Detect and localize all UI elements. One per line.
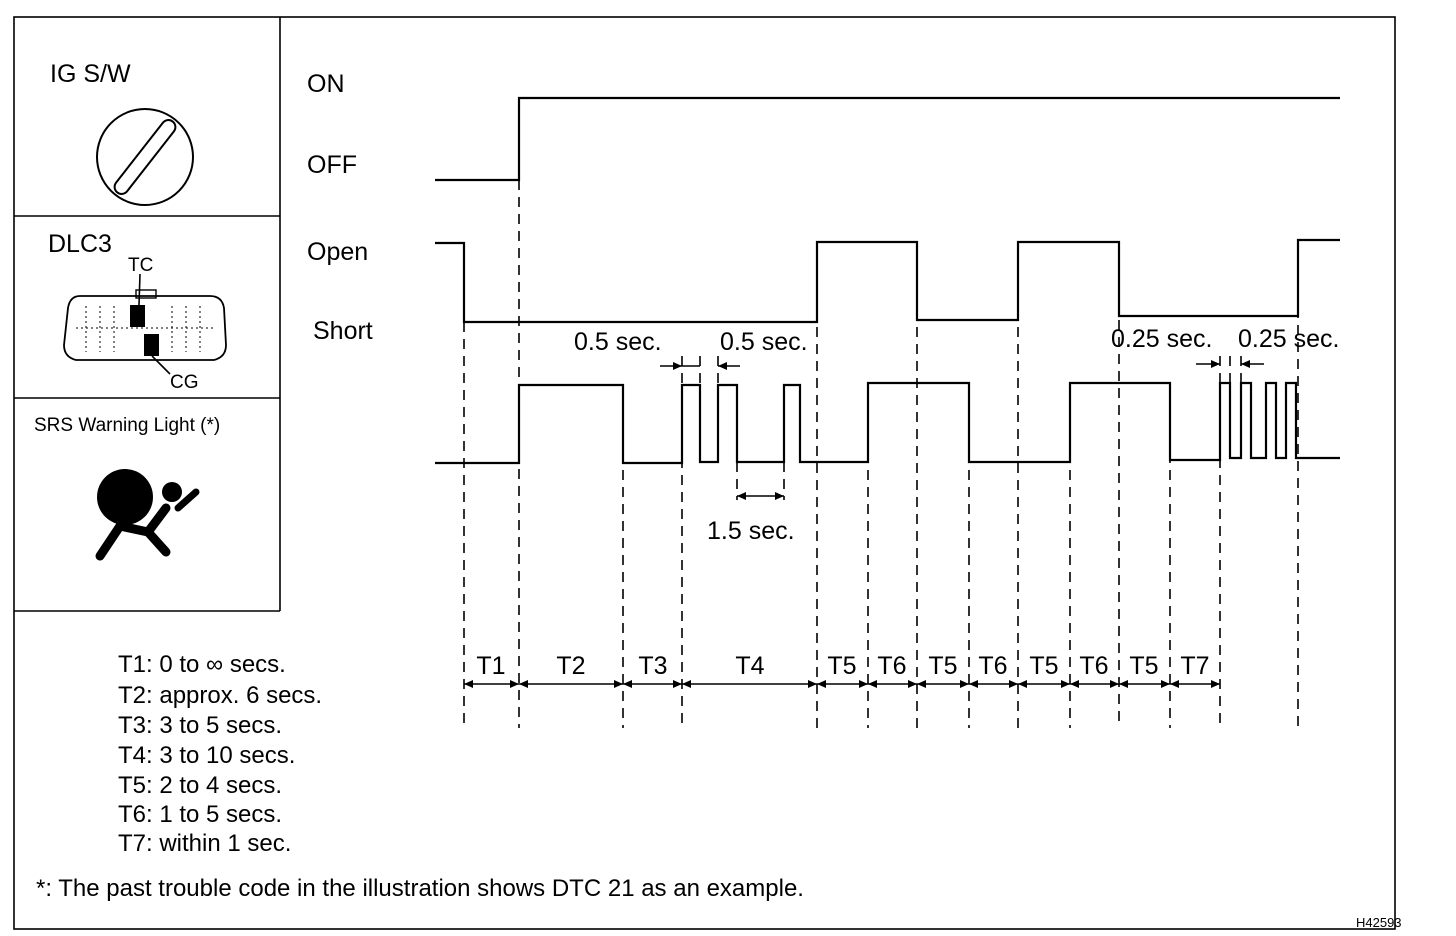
period-label: T6: [1079, 652, 1108, 680]
dim-05-first: 0.5 sec.: [574, 328, 662, 356]
figure-id: H42593: [1356, 915, 1402, 930]
srs-waveform: [435, 381, 1340, 465]
dlc3-waveform: [435, 238, 1340, 324]
period-label: T5: [928, 652, 957, 680]
level-off: OFF: [307, 151, 357, 179]
timing-guides: [463, 180, 1299, 728]
outer-frame: [13, 16, 1396, 930]
dim-025-second: 0.25 sec.: [1238, 325, 1339, 353]
dlc3-label: DLC3: [48, 230, 112, 258]
level-short: Short: [313, 317, 373, 345]
dimension-markers: [660, 360, 1264, 500]
period-arrows: [464, 680, 1220, 688]
period-legend: T1: 0 to ∞ secs. T2: approx. 6 secs. T3:…: [118, 651, 322, 857]
footnote: *: The past trouble code in the illustra…: [36, 875, 804, 902]
legend-item: T2: approx. 6 secs.: [118, 682, 322, 709]
period-label: T5: [1129, 652, 1158, 680]
legend-item: T1: 0 to ∞ secs.: [118, 651, 286, 678]
tc-label: TC: [128, 255, 153, 276]
period-label: T6: [877, 652, 906, 680]
legend-item: T3: 3 to 5 secs.: [118, 712, 282, 739]
period-label: T5: [827, 652, 856, 680]
level-open: Open: [307, 238, 368, 266]
legend-item: T6: 1 to 5 secs.: [118, 801, 282, 828]
dim-15: 1.5 sec.: [707, 517, 795, 545]
period-label: T5: [1029, 652, 1058, 680]
legend-item: T5: 2 to 4 secs.: [118, 772, 282, 799]
dim-05-second: 0.5 sec.: [720, 328, 808, 356]
legend-item: T4: 3 to 10 secs.: [118, 742, 295, 769]
period-label: T2: [556, 652, 585, 680]
period-label: T4: [735, 652, 764, 680]
period-label: T1: [476, 652, 505, 680]
ig-sw-waveform: [435, 96, 1340, 182]
airbag-warning-icon: [95, 469, 200, 561]
srs-label: SRS Warning Light (*): [34, 415, 220, 436]
period-label: T3: [638, 652, 667, 680]
ig-sw-label: IG S/W: [50, 60, 131, 88]
period-label: T7: [1180, 652, 1209, 680]
level-on: ON: [307, 70, 345, 98]
ignition-key-icon: [96, 108, 194, 206]
period-label: T6: [978, 652, 1007, 680]
dim-025-first: 0.25 sec.: [1111, 325, 1212, 353]
legend-item: T7: within 1 sec.: [118, 830, 291, 857]
cg-label: CG: [170, 372, 199, 393]
dlc3-connector-icon: [63, 273, 227, 375]
